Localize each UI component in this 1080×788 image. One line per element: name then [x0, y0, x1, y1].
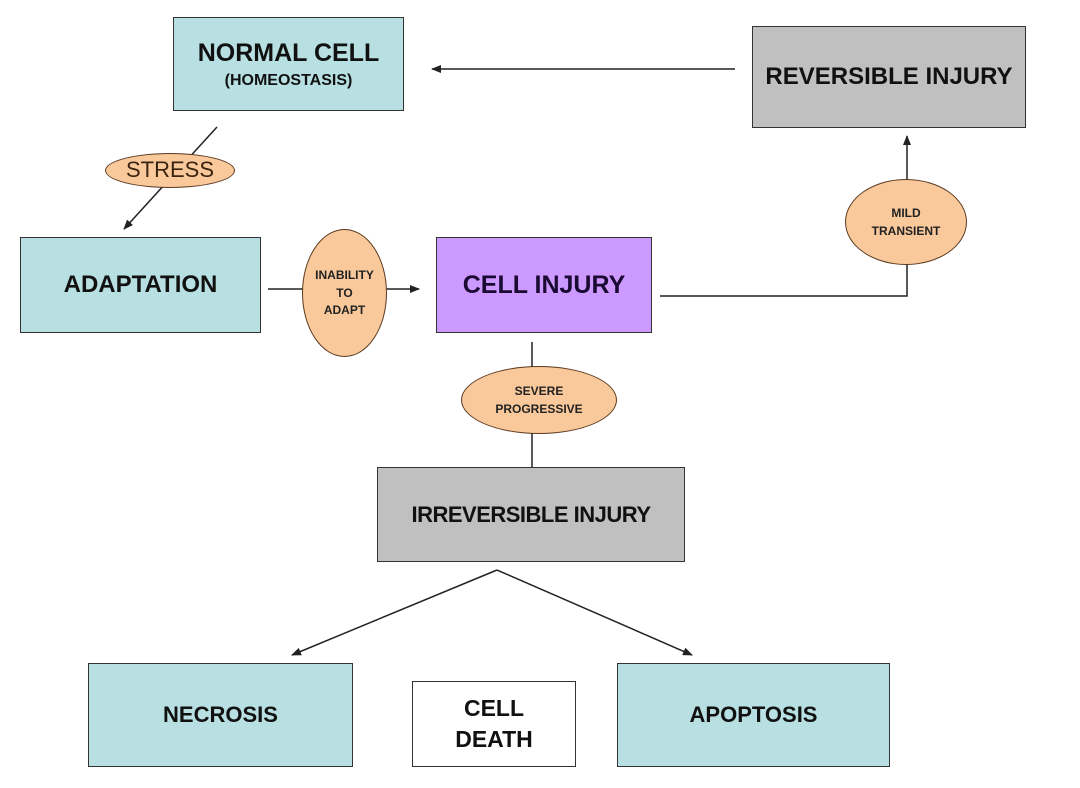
node-adaptation-label: ADAPTATION — [63, 271, 218, 298]
arrow-irreversible-to-necrosis — [291, 569, 498, 656]
node-irreversible-injury-label: IRREVERSIBLE INJURY — [411, 501, 651, 527]
node-apoptosis: APOPTOSIS — [617, 663, 890, 767]
node-adaptation: ADAPTATION — [20, 237, 261, 333]
node-irreversible-injury: IRREVERSIBLE INJURY — [377, 467, 685, 562]
line-cell-injury-to-mild — [660, 264, 908, 297]
node-normal-cell-subtitle: (HOMEOSTASIS) — [224, 71, 353, 89]
node-reversible-injury-label: REVERSIBLE INJURY — [765, 63, 1013, 90]
node-cell-death-line1: CELL — [463, 695, 525, 721]
condition-inability-line2: TO — [336, 285, 353, 300]
node-cell-injury-label: CELL INJURY — [462, 270, 626, 299]
node-normal-cell: NORMAL CELL (HOMEOSTASIS) — [173, 17, 404, 111]
condition-inability-line3: ADAPT — [323, 303, 366, 318]
condition-inability-to-adapt: INABILITY TO ADAPT — [302, 229, 387, 357]
node-cell-death-line2: DEATH — [455, 726, 533, 752]
condition-severe-progressive: SEVERE PROGRESSIVE — [461, 366, 617, 434]
condition-severe-line1: SEVERE — [514, 384, 564, 399]
node-necrosis-label: NECROSIS — [163, 702, 278, 727]
condition-stress: STRESS — [105, 153, 235, 188]
condition-stress-label: STRESS — [125, 157, 215, 183]
condition-mild-line1: MILD — [891, 206, 921, 221]
node-normal-cell-title: NORMAL CELL — [197, 38, 380, 67]
node-apoptosis-label: APOPTOSIS — [689, 702, 818, 727]
node-cell-death: CELL DEATH — [412, 681, 576, 767]
arrow-irreversible-to-apoptosis — [496, 569, 693, 656]
node-necrosis: NECROSIS — [88, 663, 353, 767]
condition-severe-line2: PROGRESSIVE — [495, 401, 583, 416]
condition-mild-transient: MILD TRANSIENT — [845, 179, 967, 265]
node-reversible-injury: REVERSIBLE INJURY — [752, 26, 1026, 128]
node-cell-injury: CELL INJURY — [436, 237, 652, 333]
condition-inability-line1: INABILITY — [315, 268, 374, 283]
condition-mild-line2: TRANSIENT — [871, 223, 941, 238]
